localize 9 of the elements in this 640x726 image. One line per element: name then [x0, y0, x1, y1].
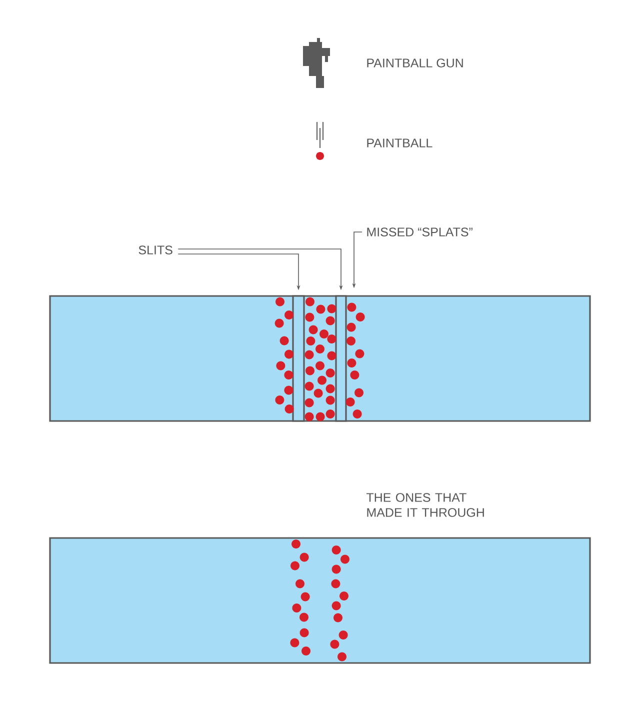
target-panel [49, 537, 591, 664]
missed-splats-label: MISSED “SPLATS” [367, 228, 472, 236]
slits-label: SLITS [138, 246, 172, 254]
wall-panel [49, 295, 591, 422]
caption-text: PAINTBALL GUN [367, 58, 463, 68]
slit [335, 295, 347, 422]
caption-text: PAINTBALL [367, 138, 432, 148]
caption-text: THE ONES THAT MADE IT THROUGH [366, 493, 484, 517]
slit [292, 295, 305, 422]
